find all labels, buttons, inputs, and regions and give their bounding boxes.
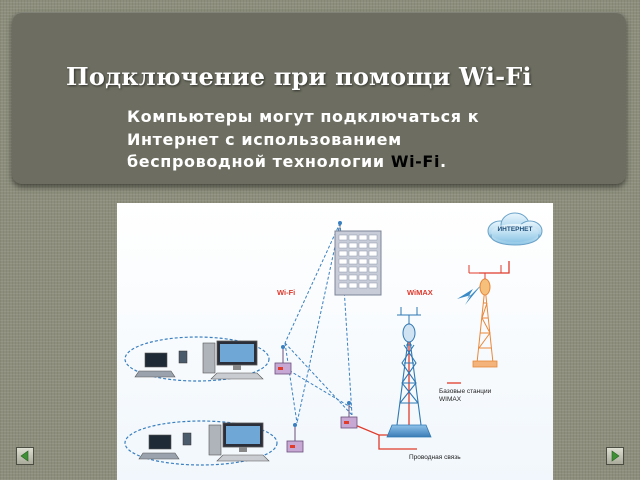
pda-1 [178,350,188,364]
computer-group-1 [124,336,270,382]
desktop-2 [208,422,270,462]
wired-label: Проводная связь [409,454,461,461]
access-point-3 [286,423,304,453]
wimax-label: WiMAX [407,288,433,297]
desktop-1 [202,340,264,380]
next-slide-button[interactable] [606,447,624,465]
triangle-right-icon [611,450,620,462]
laptop-2 [138,434,180,460]
wimax-link-bolt [457,283,483,305]
laptop-1 [134,352,176,378]
wifi-label: Wi-Fi [277,288,295,297]
network-diagram-svg: ИНТЕРНЕТ [124,212,543,466]
body-text-prefix: Компьютеры могут подключаться к Интернет… [127,107,480,171]
wimax-tower-blue [386,307,432,438]
body-keyword: Wi-Fi [390,152,441,171]
wimax-tower-orange [468,265,502,368]
internet-cloud: ИНТЕРНЕТ [487,212,543,246]
previous-slide-button[interactable] [16,447,34,465]
title-panel [12,12,626,184]
access-point-2 [340,401,358,429]
slide-title: Подключение при помощи Wi-Fi [66,62,532,91]
pda-2 [182,432,192,446]
body-text-suffix: . [440,152,447,171]
body-text: Компьютеры могут подключаться к Интернет… [127,106,537,174]
computer-group-2 [124,420,278,466]
triangle-left-icon [20,450,29,462]
network-diagram: ИНТЕРНЕТ [117,203,553,480]
base-station-label-line1: Базовые станции [439,388,492,395]
office-building [334,221,382,296]
internet-label: ИНТЕРНЕТ [497,226,532,233]
access-point-1 [274,345,292,375]
base-station-label-line2: WIMAX [439,396,462,403]
